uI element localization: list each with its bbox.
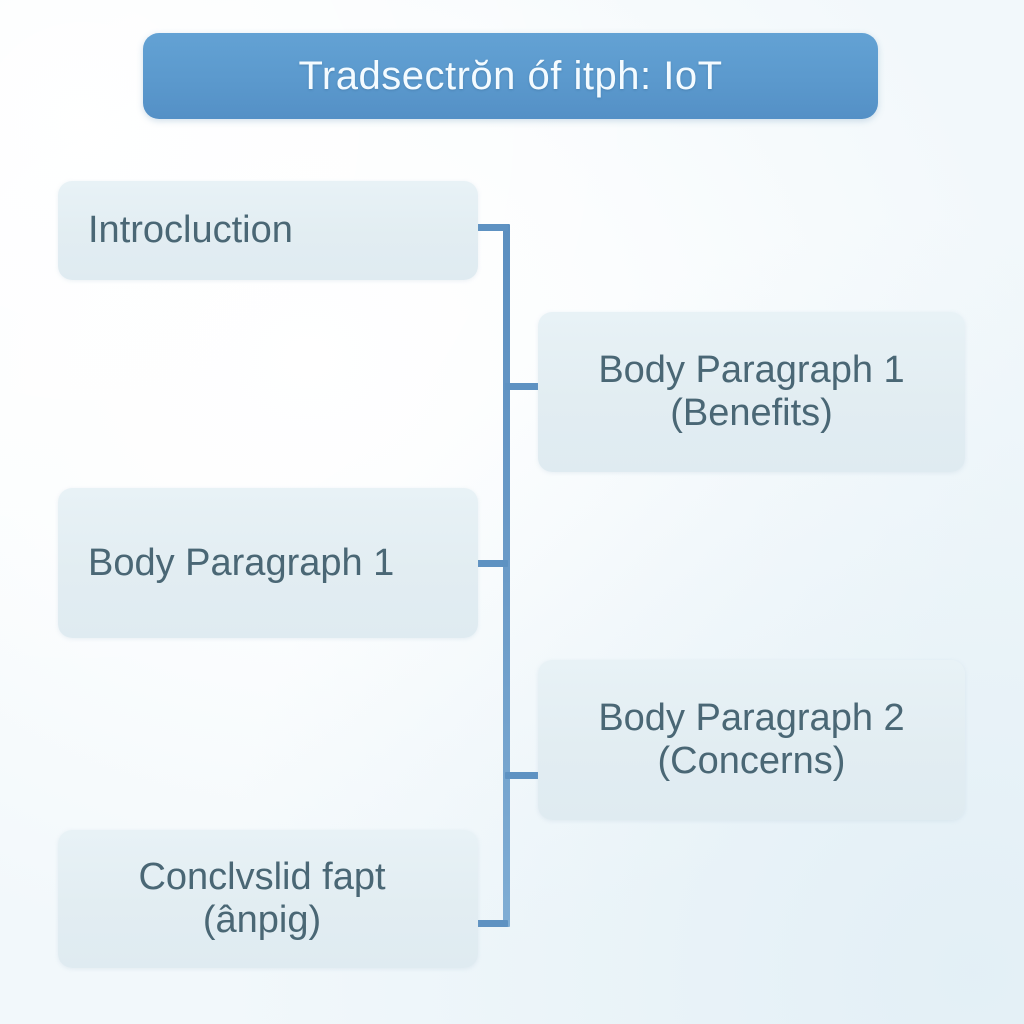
node-conclusion[interactable]: Conclvslid fapt (ânpig) xyxy=(58,830,478,968)
node-body-paragraph-1[interactable]: Body Paragraph 1 xyxy=(58,488,478,638)
node-body-paragraph-1-label: Body Paragraph 1 xyxy=(88,541,395,584)
diagram-title-text: Tradsectrŏn óf itph: IoT xyxy=(298,53,723,98)
node-body-paragraph-2-concerns-label: Body Paragraph 2 (Concerns) xyxy=(598,697,905,782)
node-introduction-label: Introcluction xyxy=(88,209,293,252)
node-conclusion-label: Conclvslid fapt (ânpig) xyxy=(138,856,386,941)
node-body-paragraph-1-benefits[interactable]: Body Paragraph 1 (Benefits) xyxy=(538,312,965,472)
node-body-paragraph-1-benefits-label: Body Paragraph 1 (Benefits) xyxy=(598,349,905,434)
node-body-paragraph-2-concerns[interactable]: Body Paragraph 2 (Concerns) xyxy=(538,660,965,820)
node-introduction[interactable]: Introcluction xyxy=(58,181,478,280)
diagram-title-banner: Tradsectrŏn óf itph: IoT xyxy=(143,33,878,119)
connector-vertical-spine xyxy=(503,224,510,927)
